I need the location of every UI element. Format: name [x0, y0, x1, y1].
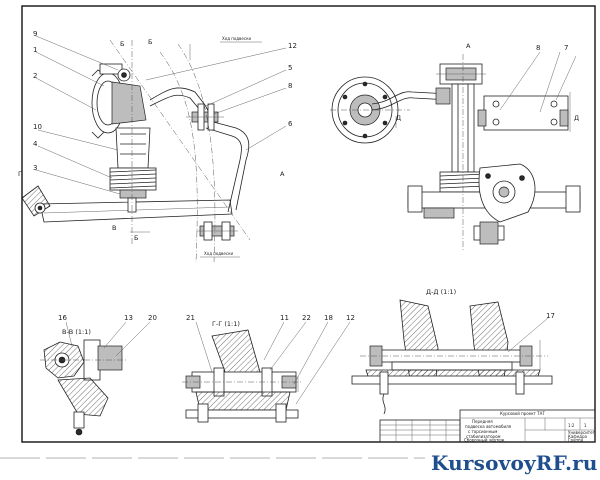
title-block-title-2: подвеска автомобиля	[465, 424, 512, 429]
travel-label-top: Ход подвески	[222, 36, 251, 41]
section-mark-d-right: Д	[574, 114, 579, 122]
stabilizer-bar	[205, 119, 250, 211]
callout-4: 4	[33, 140, 38, 148]
title-block-org-1: Университет	[568, 430, 596, 435]
section-dd-caption: Д-Д (1:1)	[426, 288, 456, 296]
section-vv-callout-20: 20	[148, 314, 157, 322]
title-block-drawing-name: Сборочный чертеж	[464, 438, 505, 443]
title-block-doc-code: Курсовой проект ТАТ	[500, 411, 545, 416]
section-gg: Г-Г (1:1) 21 11 22 18 12	[182, 314, 355, 423]
upper-mount	[186, 103, 224, 131]
section-gg-callout-22: 22	[302, 314, 311, 322]
title-block-title-3: с торсионным	[468, 429, 497, 434]
section-dd-callout-17: 17	[546, 312, 555, 320]
main-view: 9 1 2 10 4 3 12 5 8 6 Б Б Б В Г А Ход по…	[18, 30, 297, 263]
callout-10: 10	[33, 123, 42, 131]
section-mark-b-mid: Б	[148, 38, 152, 46]
title-block-sheet: 1	[584, 423, 587, 428]
view-a: А	[330, 42, 581, 296]
callout-8: 8	[288, 82, 292, 90]
title-block-title-4: стабилизатором	[466, 434, 501, 439]
section-gg-callout-21: 21	[186, 314, 195, 322]
title-block-org-2: Кафедра	[568, 434, 587, 439]
section-vv-callout-16: 16	[58, 314, 67, 322]
view-a-callout-8: 8	[536, 44, 540, 52]
view-a-title: А	[466, 42, 471, 50]
section-mark-b-bottom: Б	[134, 234, 138, 242]
callout-12: 12	[288, 42, 297, 50]
section-gg-callout-18: 18	[324, 314, 333, 322]
section-gg-callout-12: 12	[346, 314, 355, 322]
upper-arm	[149, 87, 213, 119]
section-vv-title: В-В (1:1)	[62, 328, 91, 336]
callout-1: 1	[33, 46, 37, 54]
travel-label-bottom: Ход подвески	[204, 251, 233, 256]
section-mark-d-left: Д	[396, 114, 401, 122]
section-mark-v: В	[112, 224, 116, 232]
callout-9: 9	[33, 30, 37, 38]
view-mark-a: А	[280, 170, 285, 178]
section-mark-g: Г	[18, 170, 22, 178]
site-watermark: KursovoyRF.ru	[425, 448, 600, 480]
callout-6: 6	[288, 120, 293, 128]
section-vv: В-В (1:1) 16 13 20	[40, 314, 157, 436]
sheet-frame	[21, 5, 596, 443]
section-gg-title: Г-Г (1:1)	[212, 320, 240, 328]
title-block-org-3: Группа	[568, 438, 584, 443]
view-a-callout-7: 7	[564, 44, 568, 52]
callout-2: 2	[33, 72, 37, 80]
stabilizer-bracket	[196, 221, 238, 241]
section-dd: 17	[351, 299, 555, 415]
callout-3: 3	[33, 164, 37, 172]
title-block-title-1: Передняя	[472, 419, 493, 424]
title-block: Курсовой проект ТАТ Передняя подвеска ав…	[379, 409, 596, 443]
section-vv-callout-13: 13	[124, 314, 133, 322]
section-gg-callout-11: 11	[280, 314, 289, 322]
section-mark-b-top: Б	[120, 40, 124, 48]
watermark-text: KursovoyRF.ru	[431, 451, 598, 475]
steering-rod	[371, 91, 451, 105]
callout-5: 5	[288, 64, 292, 72]
coil-spring	[109, 167, 157, 191]
title-block-scale: 1:2	[568, 423, 575, 428]
